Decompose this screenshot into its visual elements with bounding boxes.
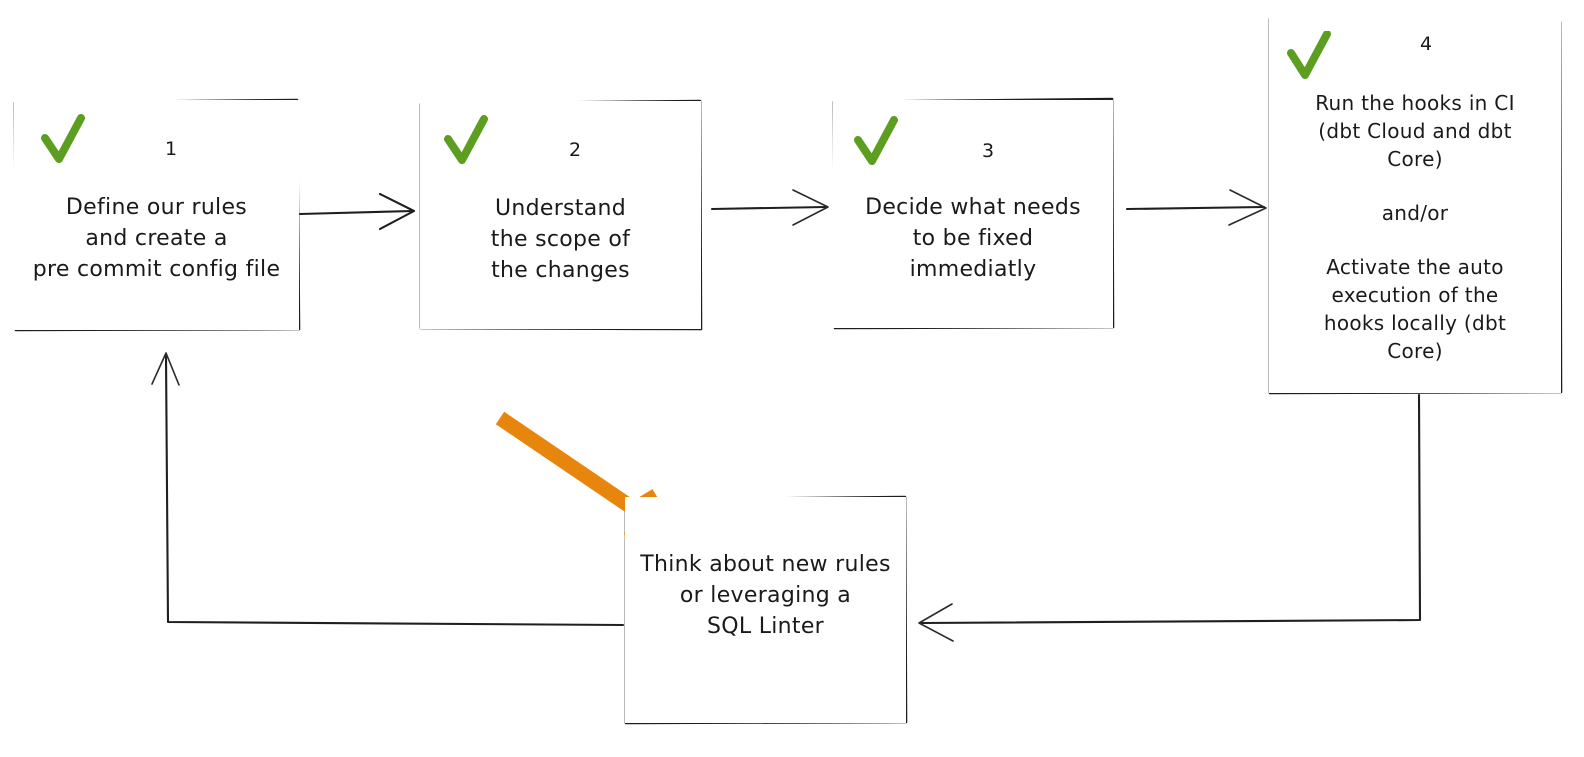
step-number: 4 bbox=[1419, 33, 1433, 55]
step-text-part-3: Activate the auto execution of the hooks… bbox=[1323, 255, 1507, 363]
connector-step1-step2 bbox=[298, 192, 416, 231]
node-step-4[interactable]: 4 Run the hooks in CI (dbt Cloud and dbt… bbox=[1269, 17, 1561, 393]
step-text: Think about new rules or leveraging a SQ… bbox=[640, 552, 891, 639]
step-number: 3 bbox=[981, 140, 995, 162]
step-text-group: Run the hooks in CI (dbt Cloud and dbt C… bbox=[1269, 89, 1561, 365]
connector-step3-step4 bbox=[1125, 189, 1267, 226]
connector-step5-step1 bbox=[151, 352, 625, 627]
connector-step4-step5 bbox=[918, 393, 1422, 642]
node-step-3[interactable]: 3 Decide what needs to be fixed immediat… bbox=[833, 100, 1113, 328]
green-check-icon bbox=[1287, 31, 1331, 79]
node-step-5[interactable]: Think about new rules or leveraging a SQ… bbox=[625, 497, 906, 723]
green-check-icon bbox=[854, 116, 898, 165]
step-text: Decide what needs to be fixed immediatly bbox=[865, 195, 1081, 282]
text-spacer bbox=[1279, 227, 1551, 253]
step-text-part-1: Run the hooks in CI (dbt Cloud and dbt C… bbox=[1315, 91, 1515, 171]
step-text: Understand the scope of the changes bbox=[490, 196, 631, 283]
node-step-2[interactable]: 2 Understand the scope of the changes bbox=[420, 101, 701, 329]
step-number: 2 bbox=[568, 139, 582, 161]
text-spacer bbox=[1279, 173, 1551, 199]
connector-step2-step3 bbox=[710, 189, 829, 226]
green-check-icon bbox=[444, 115, 488, 164]
node-step-1[interactable]: 1 Define our rules and create a pre comm… bbox=[14, 100, 299, 330]
step-number: 1 bbox=[164, 138, 178, 160]
step-text: Define our rules and create a pre commit… bbox=[32, 195, 281, 282]
step-text-part-2: and/or bbox=[1381, 201, 1449, 225]
green-check-icon bbox=[41, 114, 85, 163]
